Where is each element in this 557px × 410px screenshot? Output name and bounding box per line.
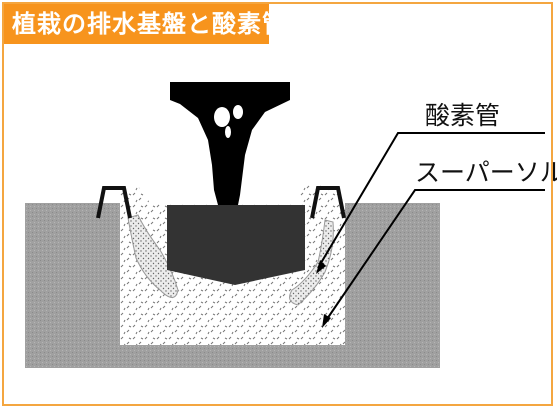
pipe-cap-left [96, 186, 132, 219]
diagram-title: 植栽の排水基盤と酸素管 [4, 4, 286, 44]
pipe-cap-right [310, 186, 346, 219]
leader-oxygen-pipe [317, 132, 545, 269]
oxygen-pipe-left [127, 214, 179, 298]
leader-super-soil [324, 189, 545, 323]
label-oxygen-pipe: 酸素管 [425, 101, 501, 130]
label-super-soil: スーパーソル [415, 158, 557, 187]
diagram-frame [2, 2, 553, 406]
oxygen-pipe-right [289, 219, 334, 306]
root-ball [167, 205, 305, 285]
tree [170, 82, 290, 205]
